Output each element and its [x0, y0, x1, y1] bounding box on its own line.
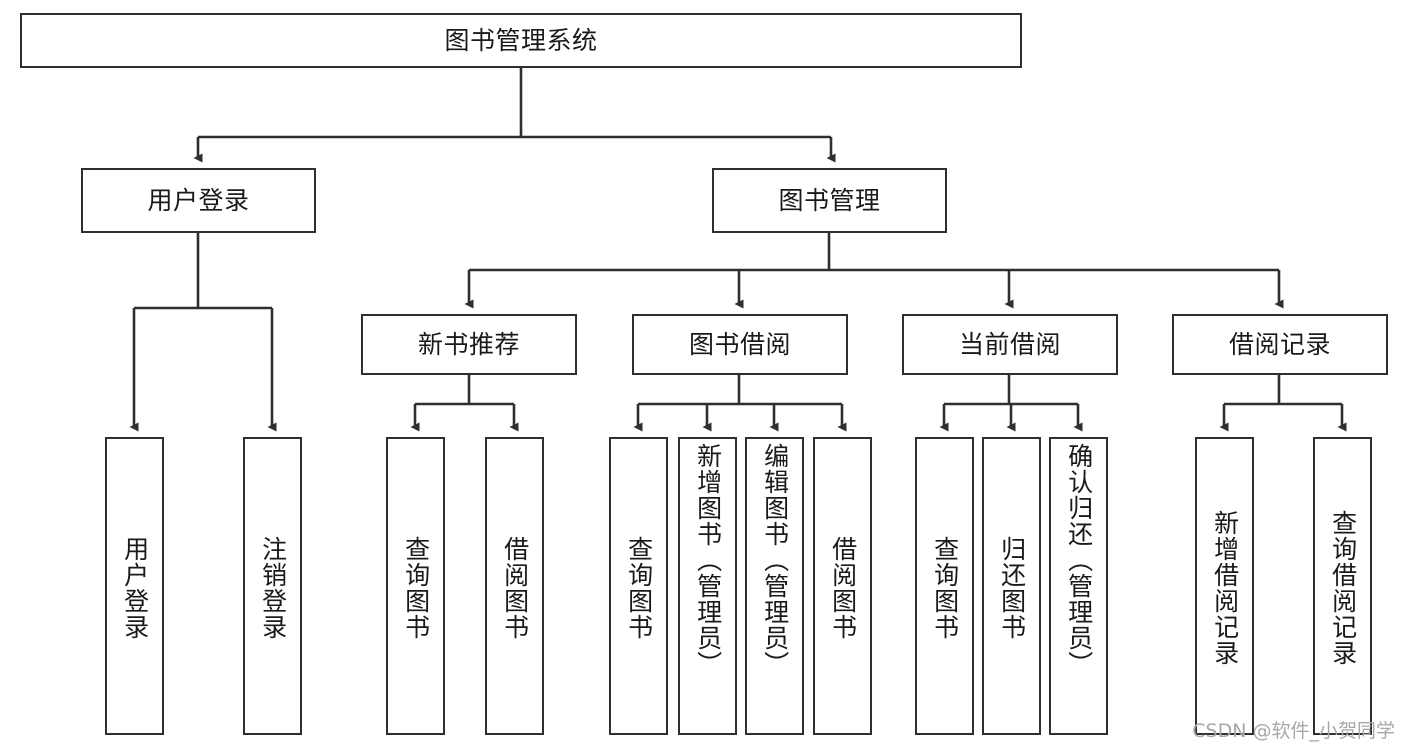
node-leaf-user-login-label: 用户登录	[120, 536, 150, 640]
node-book-borrow[interactable]: 图书借阅	[632, 314, 848, 375]
node-leaf-query-book-2-label: 查询图书	[624, 536, 654, 640]
node-user-login-label: 用户登录	[147, 185, 250, 215]
node-leaf-query-book-3-label: 查询图书	[930, 536, 960, 640]
node-leaf-logout-login-label: 注销登录	[258, 536, 288, 640]
node-leaf-edit-book-label: 编辑图书（管理员）	[760, 443, 790, 677]
node-leaf-query-book-1-label: 查询图书	[401, 536, 431, 640]
node-leaf-borrow-book-2-label: 借阅图书	[828, 536, 858, 640]
node-leaf-query-record-label: 查询借阅记录	[1328, 510, 1358, 666]
node-leaf-add-record[interactable]: 新增借阅记录	[1195, 437, 1254, 735]
node-user-login[interactable]: 用户登录	[81, 168, 316, 233]
node-leaf-add-book-label: 新增图书（管理员）	[693, 443, 723, 677]
node-leaf-return-book[interactable]: 归还图书	[982, 437, 1041, 735]
node-book-borrow-label: 图书借阅	[688, 329, 791, 359]
node-leaf-user-login[interactable]: 用户登录	[105, 437, 164, 735]
node-leaf-logout-login[interactable]: 注销登录	[243, 437, 302, 735]
node-book-manage-label: 图书管理	[778, 185, 881, 215]
node-leaf-confirm-return[interactable]: 确认归还（管理员）	[1049, 437, 1108, 735]
node-leaf-query-book-3[interactable]: 查询图书	[915, 437, 974, 735]
node-leaf-borrow-book-1[interactable]: 借阅图书	[485, 437, 544, 735]
node-leaf-query-book-2[interactable]: 查询图书	[609, 437, 668, 735]
node-root[interactable]: 图书管理系统	[20, 13, 1022, 68]
node-book-manage[interactable]: 图书管理	[712, 168, 947, 233]
node-borrow-record[interactable]: 借阅记录	[1172, 314, 1388, 375]
node-leaf-add-record-label: 新增借阅记录	[1210, 510, 1240, 666]
node-current-borrow-label: 当前借阅	[958, 329, 1061, 359]
node-new-book-rec-label: 新书推荐	[417, 329, 520, 359]
node-leaf-confirm-return-label: 确认归还（管理员）	[1064, 443, 1094, 677]
node-leaf-add-book[interactable]: 新增图书（管理员）	[678, 437, 737, 735]
node-leaf-query-book-1[interactable]: 查询图书	[386, 437, 445, 735]
node-leaf-borrow-book-2[interactable]: 借阅图书	[813, 437, 872, 735]
node-leaf-query-record[interactable]: 查询借阅记录	[1313, 437, 1372, 735]
node-leaf-borrow-book-1-label: 借阅图书	[500, 536, 530, 640]
csdn-watermark: CSDN @软件_小贺同学	[1192, 720, 1395, 742]
node-root-label: 图书管理系统	[444, 25, 598, 55]
node-borrow-record-label: 借阅记录	[1228, 329, 1331, 359]
node-current-borrow[interactable]: 当前借阅	[902, 314, 1118, 375]
node-leaf-edit-book[interactable]: 编辑图书（管理员）	[745, 437, 804, 735]
node-leaf-return-book-label: 归还图书	[997, 536, 1027, 640]
node-new-book-rec[interactable]: 新书推荐	[361, 314, 577, 375]
